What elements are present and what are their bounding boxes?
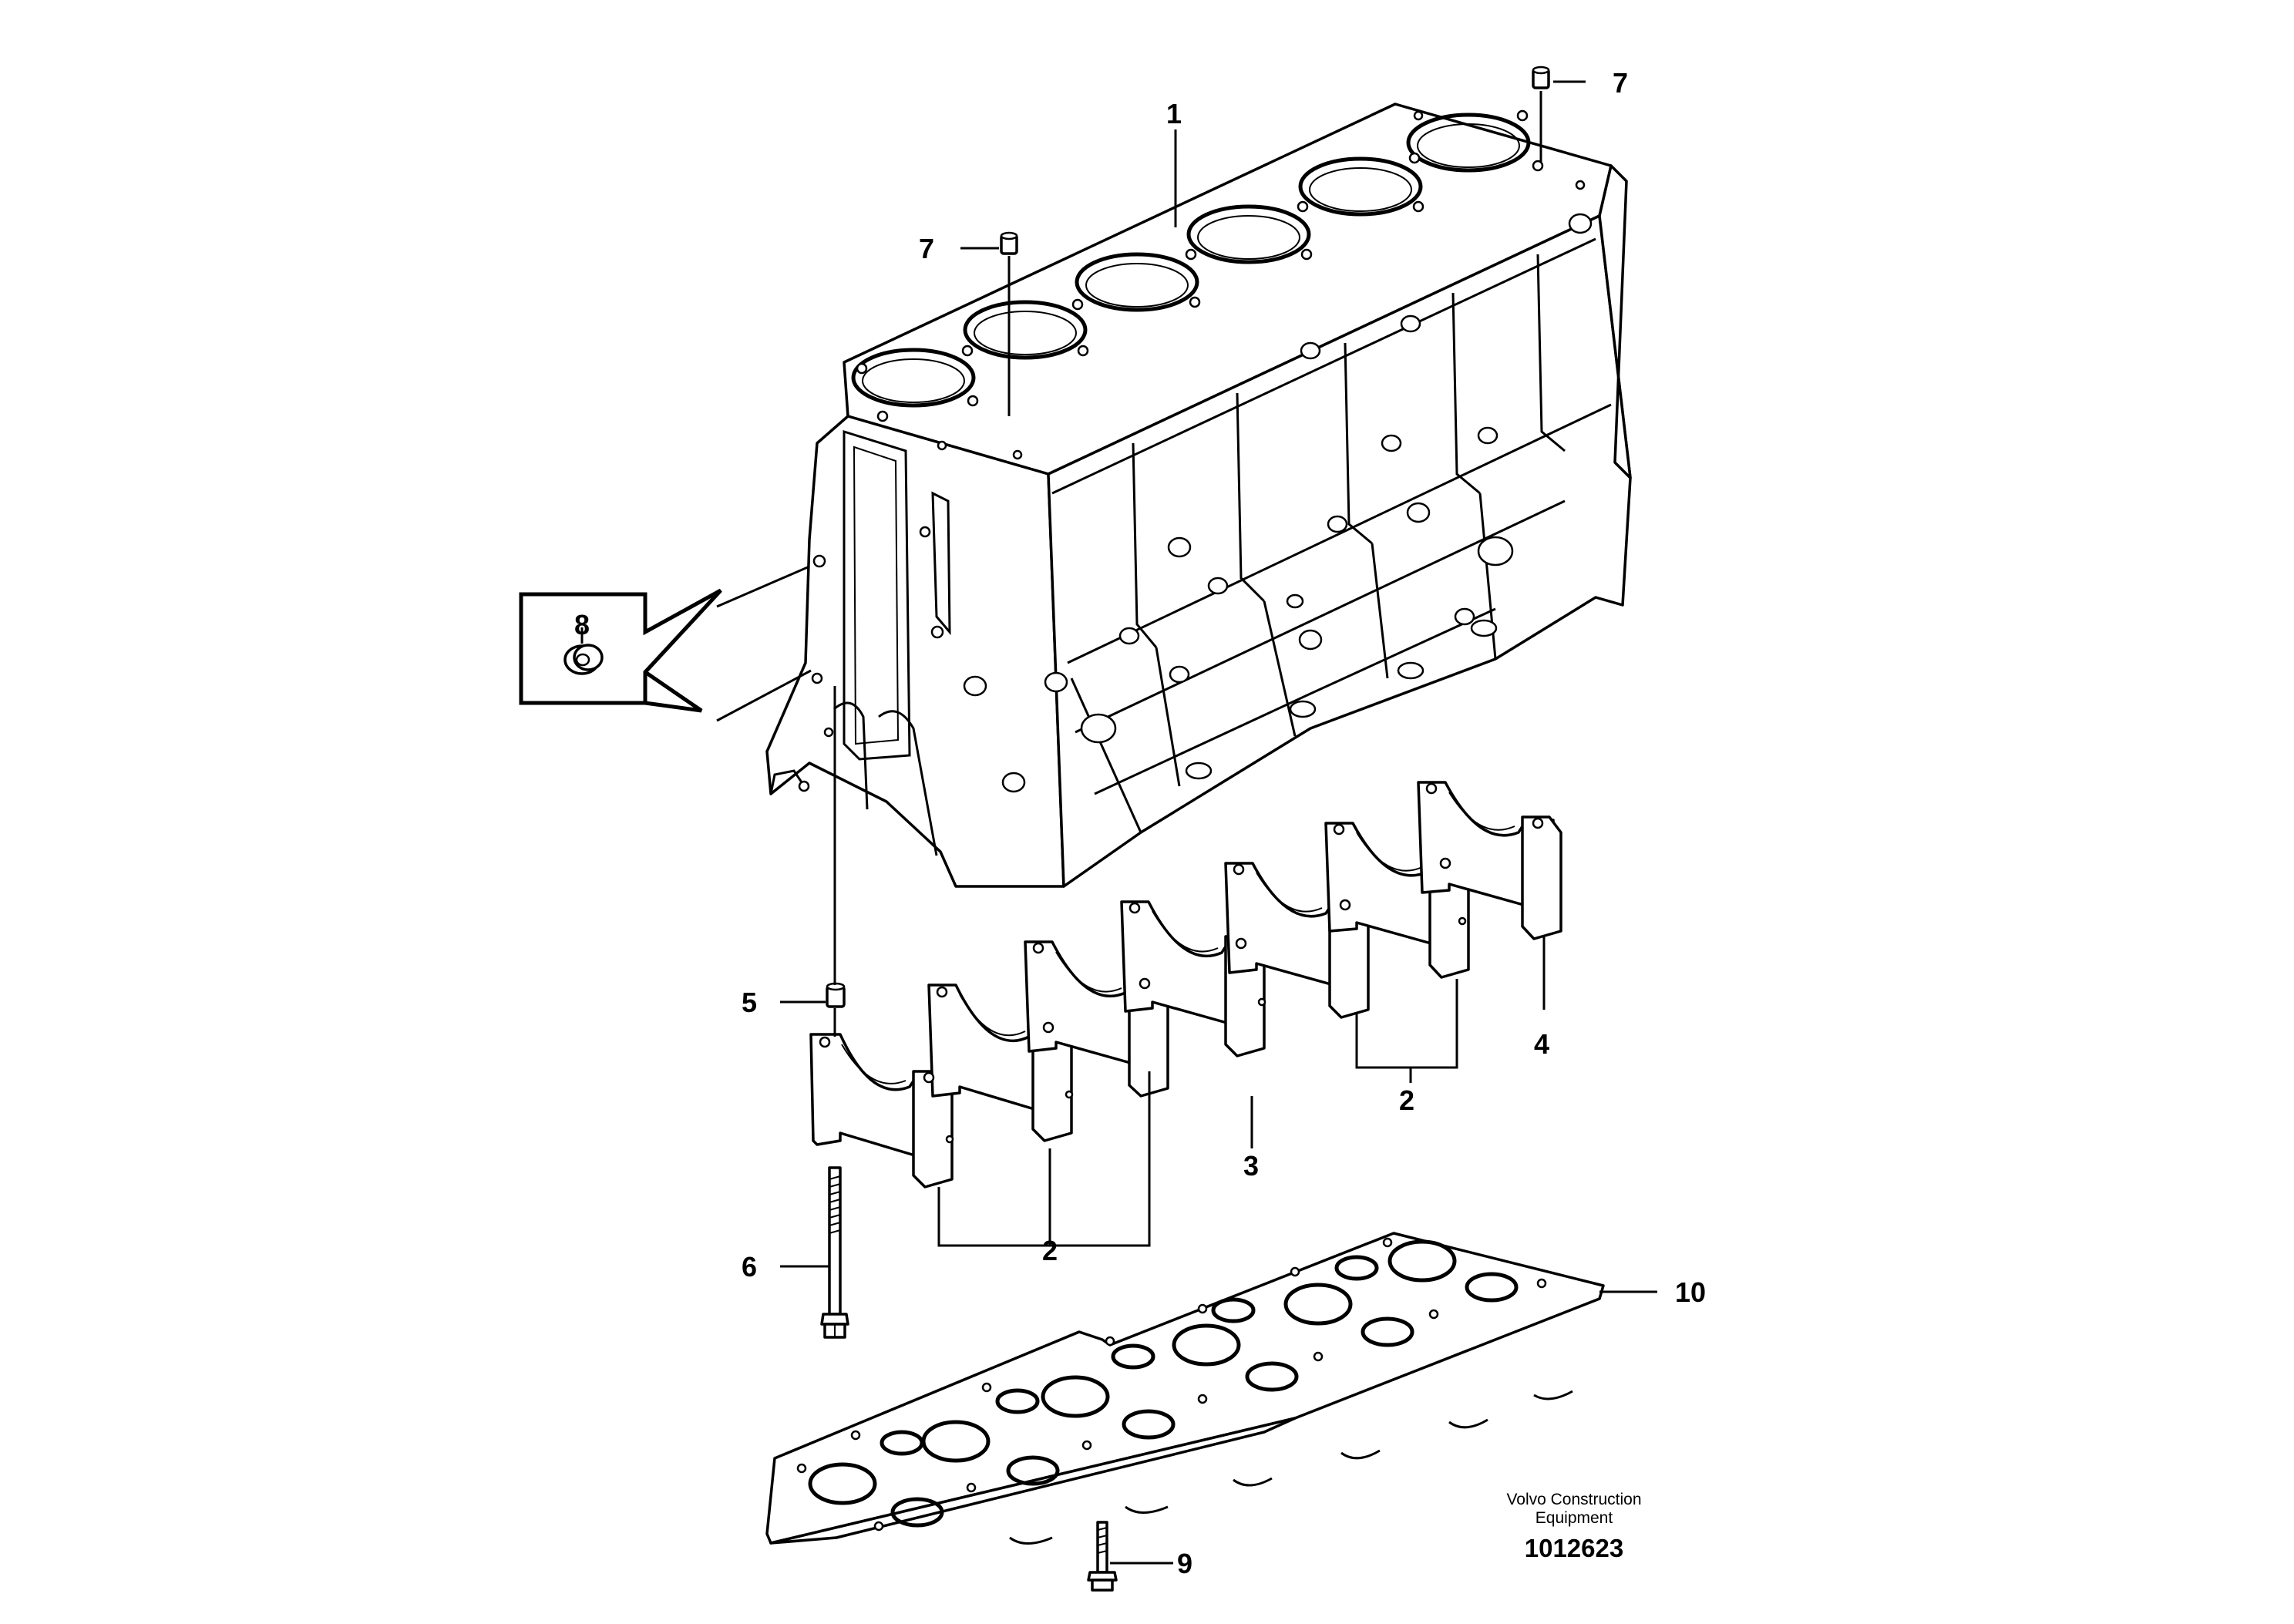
sleeve-pin-top [1532, 66, 1550, 89]
plug-icon [563, 644, 604, 675]
drawing-credit: Volvo Construction Equipment 1012623 [1506, 1491, 1641, 1562]
bedplate-holes [796, 1237, 1547, 1532]
bedplate-pockets [808, 1239, 1519, 1528]
callout-10: 10 [1675, 1276, 1706, 1308]
cylinder-bores [851, 113, 1531, 408]
credit-line-1: Volvo Construction [1506, 1491, 1641, 1508]
callout-7-top: 7 [1613, 67, 1628, 99]
block-side-ribs [1048, 214, 1612, 833]
drawing-number: 1012623 [1525, 1534, 1623, 1562]
block-front-details [769, 429, 951, 856]
callout-5: 5 [742, 987, 757, 1018]
cylinder-block [765, 103, 1632, 888]
callout-4: 4 [1534, 1028, 1549, 1060]
credit-line-2: Equipment [1536, 1509, 1613, 1527]
main-bearing-caps [809, 781, 1562, 1189]
callout-6: 6 [742, 1251, 757, 1283]
callout-leader-lines [780, 80, 1657, 1565]
callout-9: 9 [1177, 1548, 1192, 1579]
callout-7-left: 7 [919, 233, 934, 264]
bedplate-bolt [1087, 1521, 1118, 1592]
callout-2-left: 2 [1042, 1235, 1058, 1266]
dowel-pin [826, 982, 846, 1008]
main-bearing-bolt [820, 1166, 849, 1339]
bedplate-underside [1009, 1390, 1573, 1545]
block-side-bosses [963, 213, 1593, 793]
cap-bolt-holes [819, 782, 1544, 1144]
callout-2-right: 2 [1399, 1084, 1414, 1116]
deck-bolt-holes [856, 109, 1586, 460]
callout-1: 1 [1166, 98, 1182, 129]
callout-labels: 1 2 2 3 4 5 6 7 7 8 9 10 [574, 67, 1706, 1579]
plug-detail-callout [519, 565, 812, 722]
bedplate-stiffener [765, 1232, 1605, 1545]
callout-8: 8 [574, 609, 590, 641]
callout-3: 3 [1243, 1150, 1259, 1182]
sleeve-pin-left [1000, 231, 1018, 255]
